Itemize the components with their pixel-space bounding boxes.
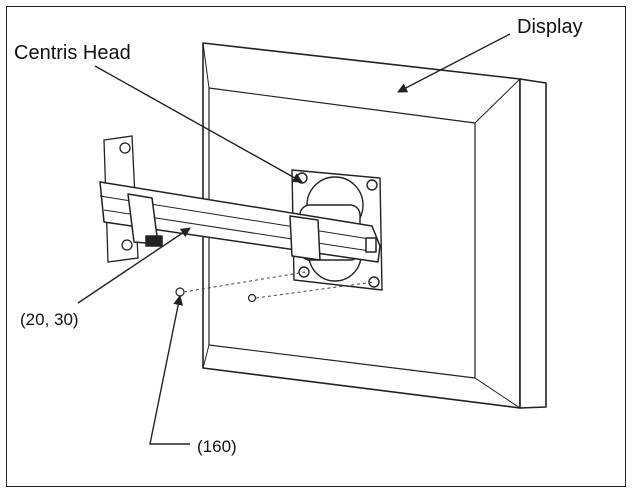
- alignment-lines: [183, 271, 375, 299]
- part-20-30-arrow: [77, 227, 191, 304]
- part-160-label: (160): [197, 437, 237, 456]
- parts-20-30-label: (20, 30): [20, 310, 79, 329]
- display-label: Display: [517, 16, 583, 38]
- part-160-arrow: [149, 295, 190, 445]
- centris-head-label: Centris Head: [14, 42, 131, 64]
- callout-arrows: [77, 33, 511, 445]
- centris-head-arrow: [94, 65, 303, 183]
- display-arrow: [397, 33, 511, 93]
- arm-rail: [99, 181, 381, 263]
